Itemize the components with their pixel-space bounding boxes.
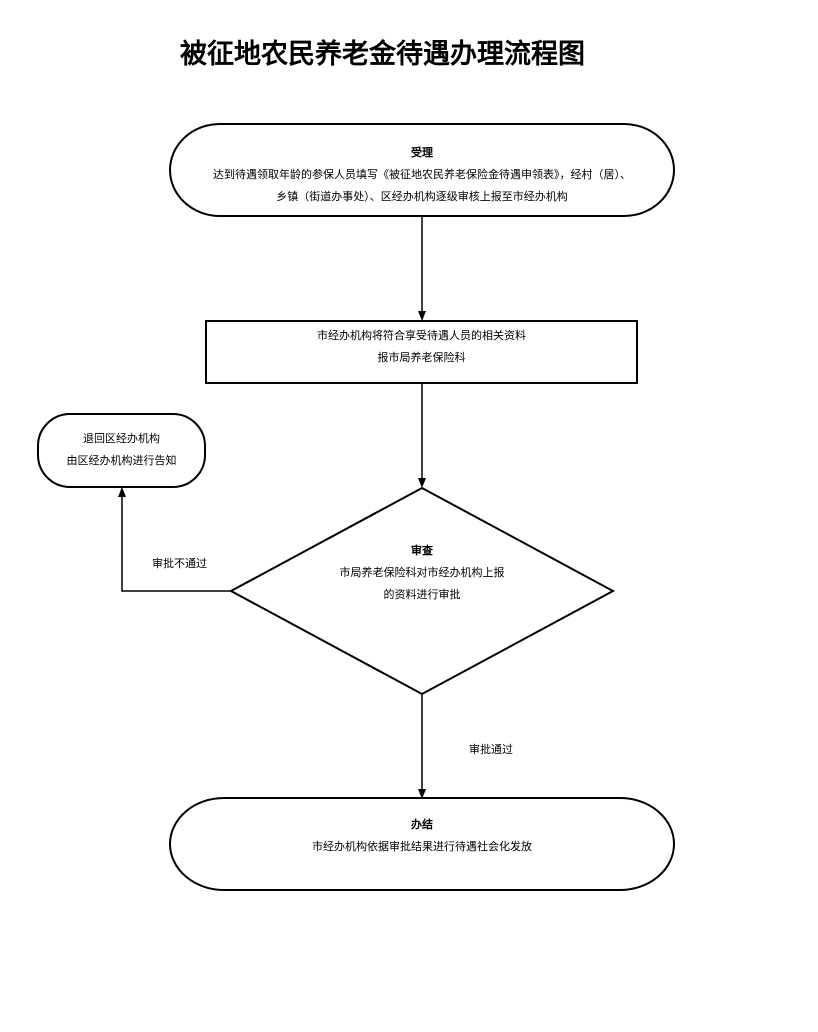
- return-line-2: 由区经办机构进行告知: [66, 454, 177, 467]
- accept-heading: 受理: [411, 146, 433, 159]
- arrowhead-icon: [418, 478, 426, 488]
- return-line-1: 退回区经办机构: [83, 432, 160, 445]
- review-line-1: 市局养老保险科对市经办机构上报: [339, 566, 505, 579]
- arrowhead-icon: [418, 789, 426, 799]
- arrowhead-icon: [118, 487, 126, 497]
- complete-node: 办结 市经办机构依据审批结果进行待遇社会化发放: [170, 814, 674, 858]
- complete-node-shape: [169, 797, 675, 891]
- submit-node-shape: [205, 320, 638, 384]
- accept-node: 受理 达到待遇领取年龄的参保人员填写《被征地农民养老保险金待遇申领表》，经村（居…: [170, 142, 674, 208]
- complete-line-1: 市经办机构依据审批结果进行待遇社会化发放: [312, 840, 532, 853]
- rejected-edge-label: 审批不通过: [152, 557, 207, 570]
- accept-line-1: 达到待遇领取年龄的参保人员填写《被征地农民养老保险金待遇申领表》，经村（居）、: [213, 168, 631, 181]
- page-title: 被征地农民养老金待遇办理流程图: [180, 39, 585, 70]
- review-heading: 审查: [411, 544, 433, 557]
- submit-line-2: 报市局养老保险科: [377, 351, 466, 364]
- accept-line-2: 乡镇（街道办事处）、区经办机构逐级审核上报至市经办机构: [276, 190, 568, 203]
- return-node-shape: [37, 413, 206, 488]
- return-node: 退回区经办机构 由区经办机构进行告知: [38, 428, 205, 472]
- submit-node: 市经办机构将符合享受待遇人员的相关资料 报市局养老保险科: [206, 325, 637, 369]
- review-node: 审查 市局养老保险科对市经办机构上报 的资料进行审批: [231, 540, 613, 606]
- approved-edge-label: 审批通过: [469, 743, 513, 756]
- arrowhead-icon: [418, 311, 426, 321]
- review-line-2: 的资料进行审批: [383, 588, 461, 601]
- complete-heading: 办结: [411, 818, 433, 831]
- connector-review-to-return: [121, 496, 231, 592]
- submit-line-1: 市经办机构将符合享受待遇人员的相关资料: [317, 329, 526, 342]
